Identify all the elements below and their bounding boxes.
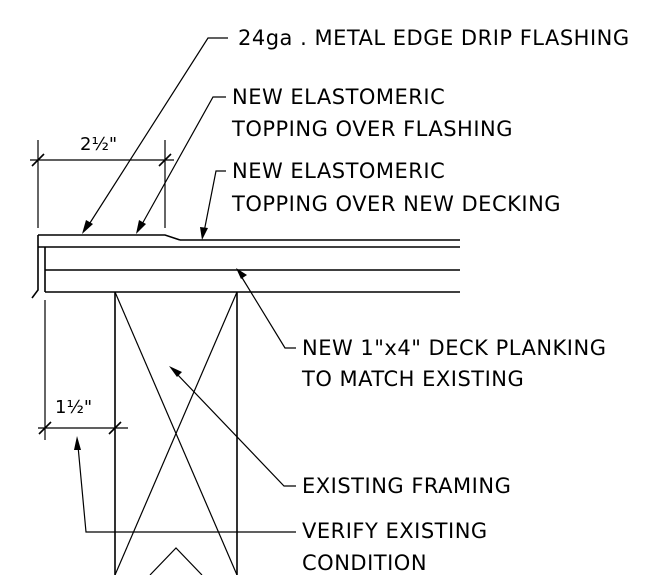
callouts: 24ga . METAL EDGE DRIP FLASHING NEW ELAS… (231, 26, 630, 575)
arrow-verify (74, 436, 81, 450)
leader-planking (240, 275, 296, 349)
callout-drip-flashing: 24ga . METAL EDGE DRIP FLASHING (238, 26, 630, 50)
callout-framing: EXISTING FRAMING (302, 474, 511, 498)
callout-topping-decking-line2: TOPPING OVER NEW DECKING (231, 192, 561, 216)
existing-framing (114, 291, 238, 575)
dim-top-tick-right (158, 153, 172, 167)
flashing-top-line (38, 234, 181, 241)
callout-verify-line2: CONDITION (302, 551, 427, 575)
arrow-topping-decking (200, 227, 208, 240)
arrow-planking (236, 268, 247, 279)
dimension-top: 2½" (30, 134, 174, 228)
arrow-framing (169, 366, 182, 377)
dim-side-tick-right (108, 421, 122, 435)
leader-topping-decking (203, 170, 226, 233)
callout-planking-line1: NEW 1"x4" DECK PLANKING (302, 336, 606, 360)
callout-verify-line1: VERIFY EXISTING (302, 519, 488, 543)
arrow-drip-flashing (82, 220, 93, 234)
callout-planking-line2: TO MATCH EXISTING (301, 367, 524, 391)
dim-side-tick-left (38, 421, 52, 435)
dim-top-tick-left (31, 153, 45, 167)
leader-verify (77, 445, 296, 533)
dim-top-label: 2½" (80, 134, 117, 155)
break-mark (149, 547, 203, 575)
deck-assembly (31, 234, 460, 299)
leader-drip-flashing (87, 37, 228, 227)
callout-topping-flashing-line2: TOPPING OVER FLASHING (231, 117, 513, 141)
framing-cross-2 (114, 291, 238, 575)
callout-topping-decking-line1: NEW ELASTOMERIC (232, 159, 445, 183)
drip-edge-leg (31, 235, 39, 299)
dim-side-label: 1½" (55, 397, 92, 418)
leader-framing (175, 372, 296, 487)
leaders (74, 37, 296, 533)
dimension-side: 1½" (38, 300, 128, 440)
arrow-topping-flashing (136, 220, 146, 234)
leader-topping-flashing (140, 96, 226, 227)
callout-topping-flashing-line1: NEW ELASTOMERIC (232, 85, 445, 109)
